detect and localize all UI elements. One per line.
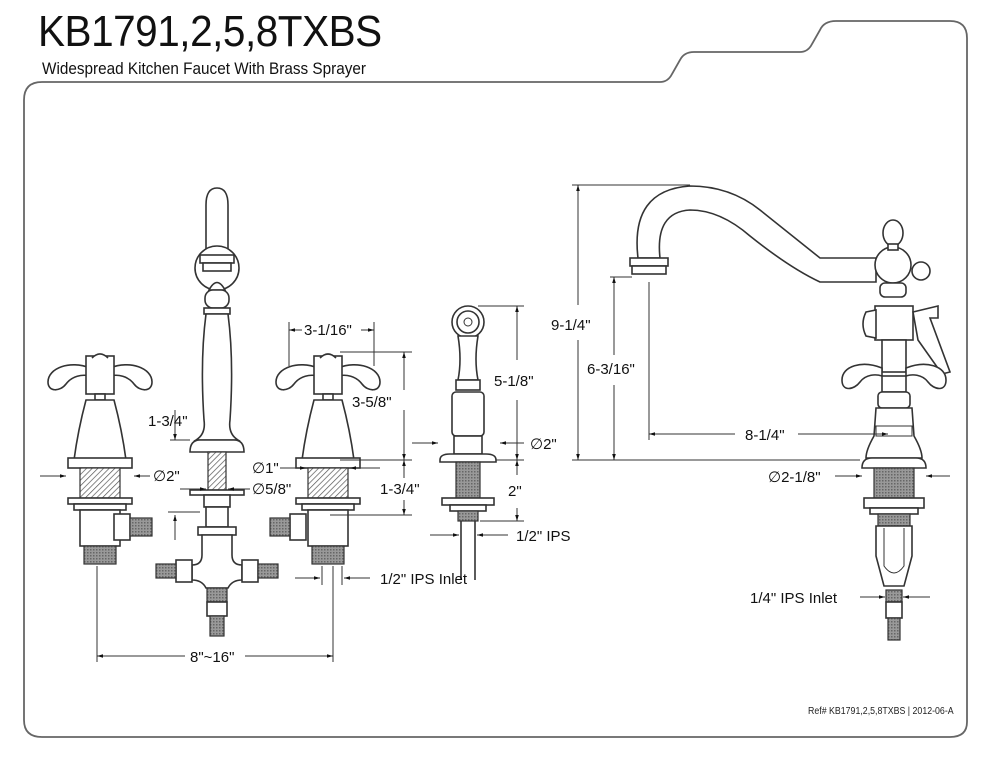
- dim-spread: 8"~16": [190, 649, 234, 666]
- dim-sprayer-shank: 2": [508, 483, 522, 500]
- sprayer: [439, 305, 497, 580]
- reference-number: Ref# KB1791,2,5,8TXBS | 2012-06-A: [808, 706, 954, 717]
- drawing-frame: [23, 20, 968, 738]
- dim-sprayer-flange-diameter: ∅2": [530, 436, 557, 453]
- page-title: KB1791,2,5,8TXBS: [38, 7, 382, 56]
- dim-handle-height: 3-5/8": [352, 394, 392, 411]
- dim-handle-inlet: 1/2" IPS Inlet: [380, 571, 468, 588]
- center-spout-column: [155, 187, 279, 637]
- dim-center-stem-diameter: ∅5/8": [252, 481, 291, 498]
- dim-handle-shank: 1-3/4": [380, 481, 420, 498]
- dim-sprayer-height: 5-1/8": [494, 373, 534, 390]
- dim-handle-flange-diameter: ∅2": [153, 468, 180, 485]
- dim-spout-reach: 8-1/4": [745, 427, 785, 444]
- dim-spout-clearance: 6-3/16": [587, 361, 635, 378]
- page-subtitle: Widespread Kitchen Faucet With Brass Spr…: [42, 59, 366, 78]
- dim-sprayer-connection: 1/2" IPS: [516, 528, 571, 545]
- right-handle-valve: [269, 353, 381, 565]
- dim-center-shank: 1-3/4": [148, 413, 188, 430]
- dimension-lines: [40, 184, 950, 662]
- dim-handle-width: 3-1/16": [304, 322, 352, 339]
- dim-spout-inlet: 1/4" IPS Inlet: [750, 590, 838, 607]
- dim-spout-height: 9-1/4": [551, 317, 591, 334]
- dim-center-shank-diameter: ∅1": [252, 460, 279, 477]
- dim-spout-base-diameter: ∅2-1/8": [768, 469, 821, 486]
- kitchen-faucet: [629, 185, 952, 641]
- left-handle-valve: [47, 353, 153, 565]
